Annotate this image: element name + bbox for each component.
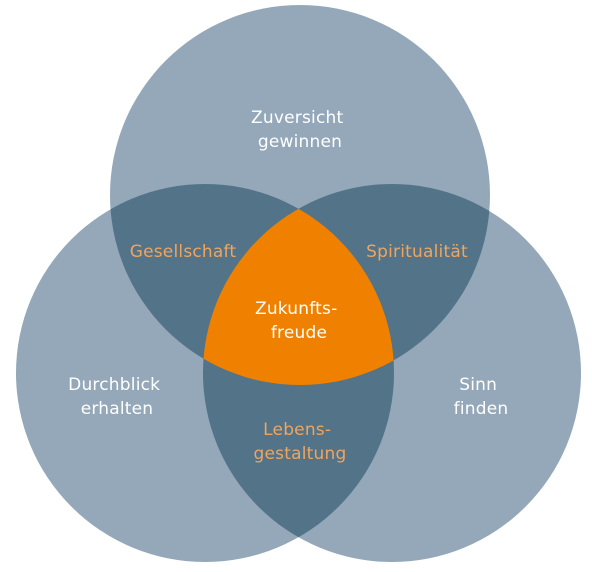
label-top: Zuversicht gewinnen bbox=[251, 108, 349, 152]
label-left: Durchblick erhalten bbox=[68, 375, 166, 419]
label-top-left: Gesellschaft bbox=[130, 242, 237, 262]
label-center: Zukunfts- freude bbox=[255, 299, 343, 343]
label-top-right: Spiritualität bbox=[366, 242, 468, 262]
label-bottom-overlap: Lebens- gestaltung bbox=[254, 420, 347, 464]
label-right: Sinn finden bbox=[454, 375, 509, 419]
